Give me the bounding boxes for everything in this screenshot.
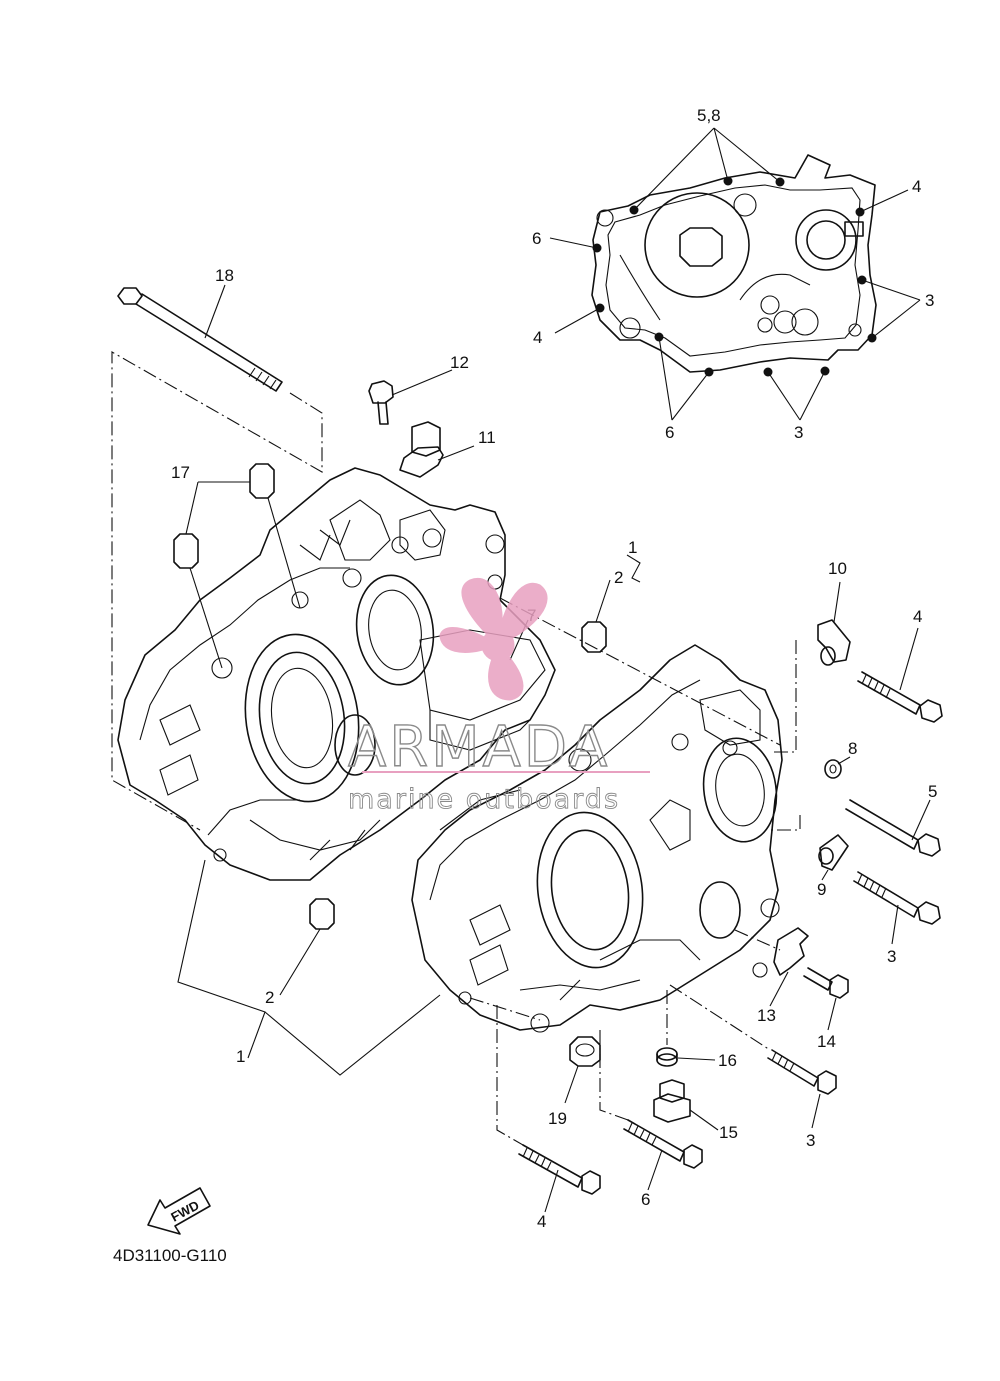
callout-14: 14	[817, 1032, 836, 1051]
callout-6-low: 6	[641, 1190, 650, 1209]
dowels-17	[173, 463, 301, 669]
callout-3-low: 3	[806, 1131, 815, 1150]
fwd-arrow-icon: FWD	[147, 1187, 211, 1235]
callout-4-low: 4	[537, 1212, 546, 1231]
callout-10: 10	[828, 559, 847, 578]
callout-8: 8	[848, 739, 857, 758]
callout-12: 12	[450, 353, 469, 372]
washer-16-bolt-15	[653, 984, 837, 1131]
crankcase-side-view	[549, 127, 921, 421]
callout-19: 19	[548, 1109, 567, 1128]
callout-4-top-left: 4	[533, 328, 542, 347]
callout-2-low: 2	[265, 988, 274, 1007]
propeller-logo-icon	[439, 577, 548, 701]
watermark-subtitle: marine outboards	[348, 784, 620, 815]
callout-4-top: 4	[912, 177, 921, 196]
callout-1-mid: 1	[628, 538, 637, 557]
callout-16: 16	[718, 1051, 737, 1070]
clip-13-bolt-14	[734, 927, 849, 1031]
callout-11: 11	[478, 428, 496, 447]
callout-1-low: 1	[236, 1047, 245, 1066]
callout-6-top-bottom: 6	[665, 423, 674, 442]
callout-18: 18	[215, 266, 234, 285]
callout-3-top-right: 3	[925, 291, 934, 310]
callout-3-top-bottom: 3	[794, 423, 803, 442]
callout-9: 9	[817, 880, 826, 899]
nut-19-bolts	[469, 997, 703, 1213]
armada-watermark: ARMADA marine outboards	[347, 577, 650, 815]
callout-5: 5	[928, 782, 937, 801]
dowels-2	[177, 554, 781, 1076]
callout-17: 17	[171, 463, 190, 482]
callout-4-right: 4	[913, 607, 922, 626]
bolt-12-clamp-11	[368, 369, 475, 478]
callout-5-8: 5,8	[697, 106, 721, 125]
callout-2-mid: 2	[614, 568, 623, 587]
callout-13: 13	[757, 1006, 776, 1025]
clip-9-bolt-3	[818, 834, 941, 945]
washer-8-bolt-5	[768, 756, 941, 857]
callout-3-right: 3	[887, 947, 896, 966]
long-bolt-18	[111, 284, 323, 831]
callout-15: 15	[719, 1123, 738, 1142]
callout-6-top: 6	[532, 229, 541, 248]
part-code: 4D31100-G110	[113, 1246, 227, 1265]
watermark-title: ARMADA	[348, 715, 610, 780]
right-crankcase-half	[411, 644, 783, 1033]
left-crankcase-half	[117, 467, 556, 881]
bolt-4-clip-10	[770, 581, 943, 753]
